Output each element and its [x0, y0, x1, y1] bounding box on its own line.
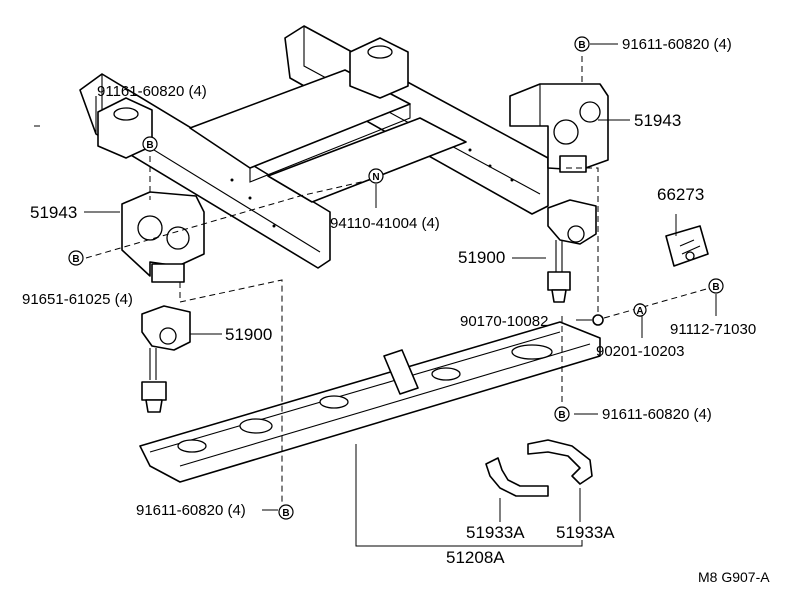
mark-n: N: [368, 168, 384, 184]
svg-text:B: B: [72, 254, 79, 265]
cover-part: [665, 225, 709, 267]
assembly-lines: [85, 56, 711, 508]
carrier-part: [139, 321, 601, 483]
mark-b-lower-right: B: [554, 406, 570, 422]
cross-member-2: [267, 117, 467, 203]
figure-code: M8 G907-A: [698, 569, 770, 585]
label-nut-small: 90170-10082: [460, 313, 548, 330]
frame-assembly: [79, 25, 549, 269]
label-bolt-lower-right: 91611-60820 (4): [602, 406, 712, 423]
ring-half-right: [527, 439, 593, 485]
mark-b-lower-left: B: [278, 504, 294, 520]
ring-halves: [485, 439, 593, 497]
label-cover: 66273: [657, 185, 704, 204]
label-bolt-left: 91651-61025 (4): [22, 291, 133, 308]
label-bolt-lower-left: 91611-60820 (4): [136, 502, 246, 519]
label-carrier: 51208A: [446, 548, 505, 567]
svg-text:B: B: [712, 282, 719, 293]
mark-b-top-right: B: [574, 36, 590, 52]
label-holder-right: 51900: [458, 248, 505, 267]
svg-text:B: B: [558, 410, 565, 421]
mark-a-washer: A: [633, 303, 647, 317]
holder-left-part: [141, 305, 191, 413]
mark-b-top-left: B: [142, 136, 158, 152]
ring-half-left: [485, 457, 549, 497]
label-screw: 91112-71030: [670, 321, 756, 338]
holder-right-part: [547, 199, 597, 303]
label-bolt-top-left: 91161-60820 (4): [97, 83, 207, 100]
svg-text:B: B: [282, 508, 289, 519]
label-ring-half-right: 51933A: [556, 523, 615, 542]
label-holder-left: 51900: [225, 325, 272, 344]
leader-lines: [84, 43, 717, 547]
bracket-left-part: [121, 191, 205, 283]
svg-text:N: N: [372, 172, 379, 183]
svg-text:B: B: [578, 40, 585, 51]
mark-b-screw: B: [708, 278, 724, 294]
bracket-right-part: [509, 83, 609, 173]
svg-text:A: A: [636, 306, 643, 317]
label-bolt-top-right: 91611-60820 (4): [622, 36, 732, 53]
mark-b-left: B: [68, 250, 84, 266]
label-washer: 90201-10203: [596, 343, 684, 360]
label-pin-center: 94110-41004 (4): [330, 215, 440, 232]
rear-mount: [349, 37, 409, 99]
label-bracket-left: 51943: [30, 203, 77, 222]
label-ring-half-left: 51933A: [466, 523, 525, 542]
svg-text:B: B: [146, 140, 153, 151]
label-bracket-right: 51943: [634, 111, 681, 130]
